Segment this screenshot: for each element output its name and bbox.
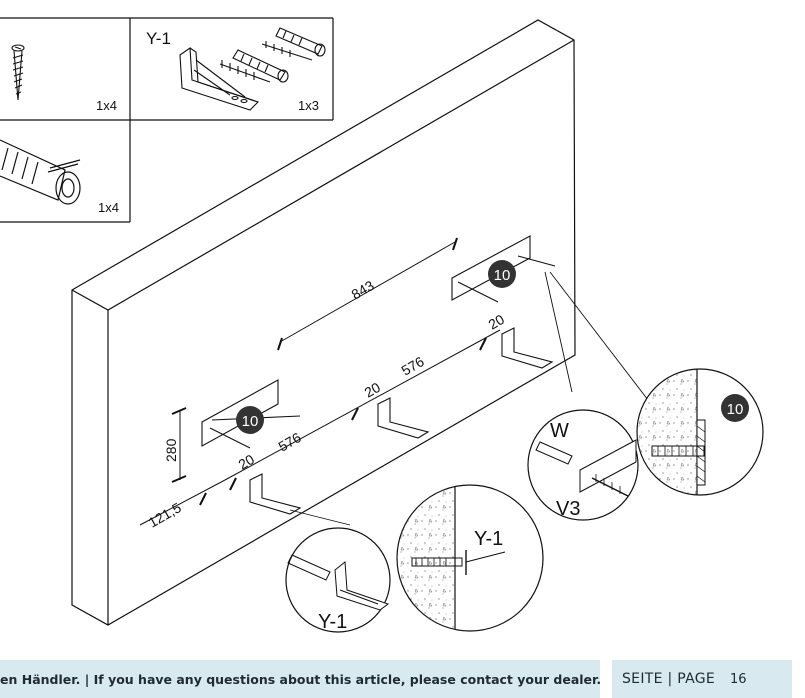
svg-text:10: 10: [727, 401, 744, 418]
dimension-lines: [139, 237, 501, 526]
detail-dowel-label: W: [550, 420, 569, 442]
dimension-843: 843: [349, 277, 377, 303]
dowel-quantity: 1x4: [98, 200, 119, 215]
screw-quantity: 1x4: [96, 98, 117, 113]
dimension-20-left: 20: [236, 451, 258, 473]
footer-notice-bar: [0, 660, 600, 698]
wall-brackets: [249, 327, 554, 515]
bracket-kit-quantity: 1x3: [298, 98, 319, 113]
page-label: SEITE | PAGE: [622, 671, 716, 687]
step-marker-10-left: 10: [236, 406, 264, 434]
wall: [71, 19, 576, 626]
parts-table: [0, 17, 334, 223]
detail-screw-label: V3: [556, 498, 580, 520]
detail-wall-section-left: [396, 484, 544, 632]
page-number: 16: [730, 672, 747, 687]
svg-text:10: 10: [494, 267, 511, 284]
footer-notice: en Händler. | If you have any questions …: [0, 672, 600, 687]
dimension-576-left: 576: [276, 429, 304, 455]
dimension-121-5: 121,5: [146, 499, 185, 530]
dimension-280: 280: [163, 438, 179, 462]
screw-icon: [219, 41, 313, 83]
detail-wall-section-right: [636, 368, 764, 496]
dowel-icon: [232, 27, 326, 83]
wall-dowel-icon: [0, 139, 81, 205]
step-marker-10-detail: 10: [721, 394, 749, 422]
dimension-20-middle: 20: [362, 379, 384, 401]
detail-bracket-circle: [285, 527, 391, 633]
detail-bracket-label-top: Y-1: [474, 528, 503, 550]
step-marker-10-right: 10: [488, 260, 516, 288]
detail-dowel-screw-circle: [527, 409, 639, 521]
dimension-576-right: 576: [399, 353, 427, 379]
bracket-label: Y-1: [146, 29, 171, 48]
screw-icon: [11, 44, 25, 101]
dimension-20-right: 20: [486, 311, 508, 333]
svg-text:10: 10: [242, 413, 259, 430]
bracket-icon: [179, 46, 260, 111]
detail-bracket-label-bottom: Y-1: [318, 611, 347, 633]
footer-page-box: [612, 660, 792, 698]
assembly-drawing: 1x4 Y-1 1x3 1x4: [0, 17, 764, 633]
leader-lines: [289, 271, 649, 526]
